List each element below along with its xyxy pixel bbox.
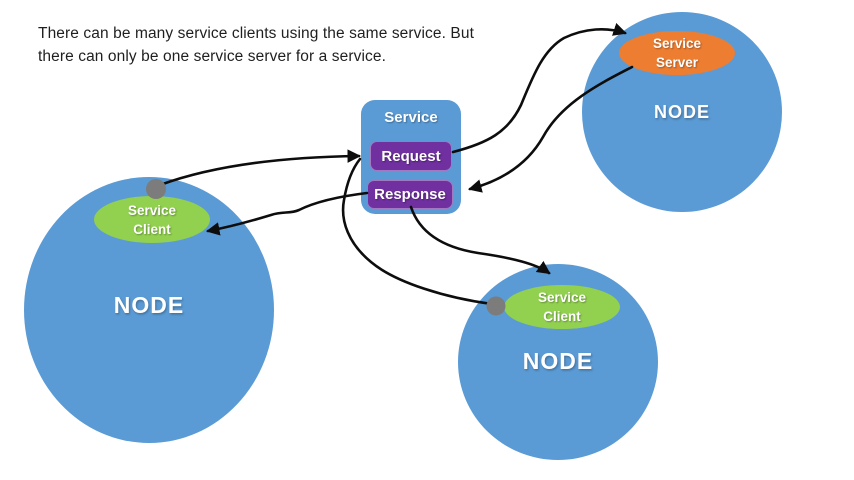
arrow-response-to-bottom-client bbox=[409, 205, 551, 275]
response-box: Response bbox=[367, 180, 453, 209]
service-server-badge-line1: Service bbox=[652, 36, 702, 51]
service-server-badge: Service Server bbox=[619, 31, 735, 75]
service-server-badge-line2: Server bbox=[655, 55, 699, 70]
annotation-line-2: there can only be one service server for… bbox=[38, 48, 386, 65]
request-box: Request bbox=[370, 141, 452, 171]
node-label-top-right: NODE bbox=[653, 102, 710, 122]
annotation-line-1: There can be many service clients using … bbox=[38, 25, 474, 42]
service-title: Service bbox=[384, 109, 438, 126]
service-client-badge-bottom-line1: Service bbox=[537, 290, 587, 305]
arrow-left-client-to-request bbox=[158, 149, 362, 187]
service-client-badge-bottom-line2: Client bbox=[543, 309, 581, 324]
service-client-badge-left-line2: Client bbox=[133, 221, 171, 237]
annotation-text: There can be many service clients using … bbox=[38, 22, 478, 68]
service-client-badge-left: Service Client bbox=[94, 196, 210, 243]
node-label-left: NODE bbox=[113, 292, 185, 318]
service-client-badge-left-line1: Service bbox=[127, 202, 177, 218]
service-client-badge-bottom: Service Client bbox=[504, 285, 620, 329]
node-label-bottom: NODE bbox=[522, 348, 594, 374]
